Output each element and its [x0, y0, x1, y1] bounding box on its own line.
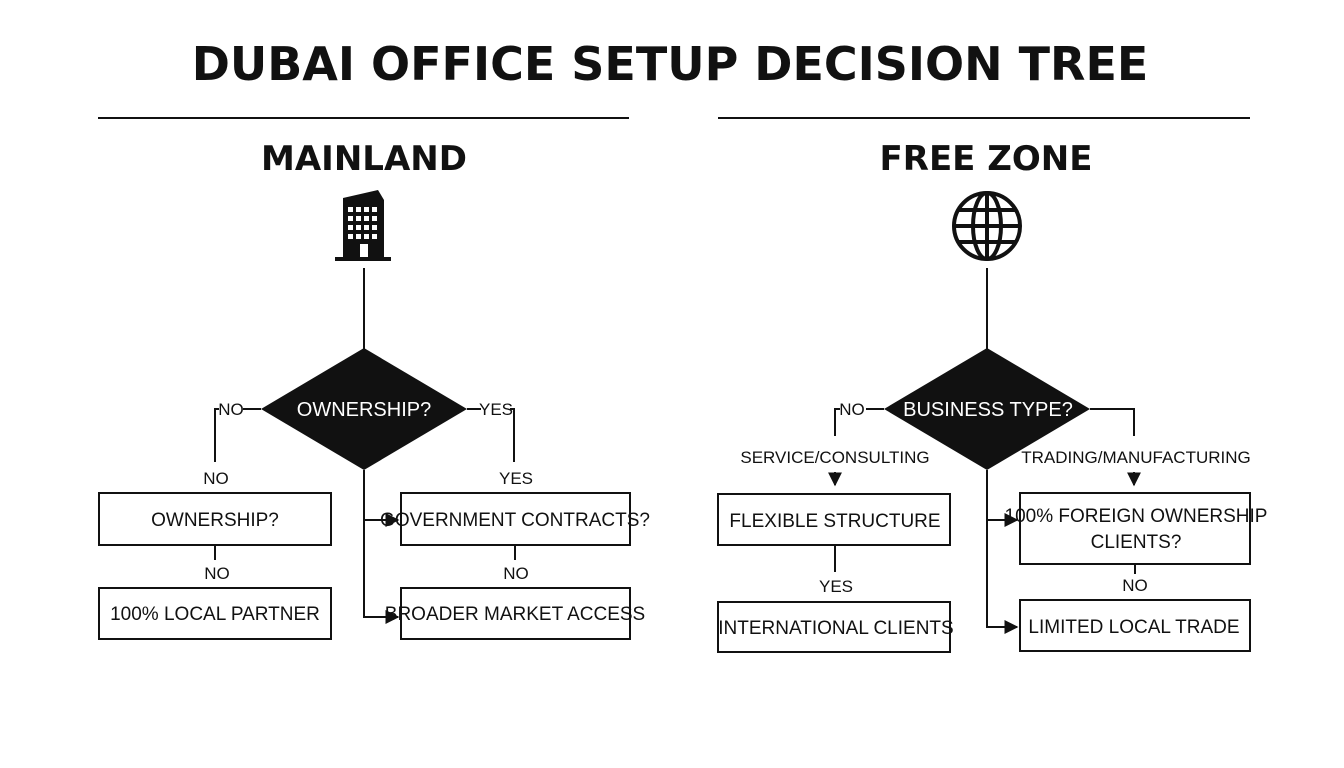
- freezone-left-box-1: [717, 493, 951, 546]
- mainland-diamond-label: OWNERSHIP?: [297, 399, 431, 421]
- freezone-right-box-1-text-line1: 100% FOREIGN OWNERSHIP: [1005, 506, 1268, 527]
- mainland-right-label: YES: [499, 469, 533, 488]
- mainland-left-label: NO: [203, 469, 229, 488]
- mainland-yes-branch-label: YES: [479, 400, 513, 419]
- mainland-heading: MAINLAND: [261, 139, 467, 179]
- mainland-ownership-decision: OWNERSHIP?: [261, 348, 467, 470]
- mainland-left-box-1-text: OWNERSHIP?: [151, 510, 279, 531]
- freezone-left-box-1-text: FLEXIBLE STRUCTURE: [729, 511, 940, 532]
- mainland-left-box-2: [98, 587, 332, 640]
- freezone-left-box-2: [717, 601, 951, 653]
- freezone-no-down-line: [834, 408, 840, 436]
- freezone-left-mid-label: YES: [819, 577, 853, 596]
- freezone-left-label: SERVICE/CONSULTING: [740, 448, 929, 467]
- freezone-right-mid-label: NO: [1122, 576, 1148, 595]
- freezone-left-box-2-text: INTERNATIONAL CLIENTS: [718, 618, 953, 639]
- globe-icon: [952, 191, 1022, 261]
- freezone-right-box-2-text: LIMITED LOCAL TRADE: [1028, 617, 1239, 638]
- freezone-right-box-1: [1019, 492, 1251, 565]
- mainland-right-mid-label: NO: [503, 564, 529, 583]
- mainland-right-box-2: [400, 587, 631, 640]
- mainland-right-box-1-text: GOVERNMENT CONTRACTS?: [380, 510, 650, 531]
- freezone-business-type-decision: BUSINESS TYPE?: [884, 348, 1090, 470]
- office-building-icon: [335, 190, 391, 261]
- mainland-no-branch-label: NO: [218, 400, 244, 419]
- mainland-right-box-2-text: BROADER MARKET ACCESS: [385, 604, 645, 625]
- freezone-heading: FREE ZONE: [880, 139, 1093, 179]
- freezone-right-label: TRADING/MANUFACTURING: [1021, 448, 1251, 467]
- freezone-right-box-1-text-line2: CLIENTS?: [1091, 532, 1182, 553]
- mainland-no-down-line: [214, 408, 219, 462]
- freezone-trunk-line: [986, 470, 1019, 634]
- mainland-trunk-line: [363, 470, 400, 624]
- mainland-right-box-1: [400, 492, 631, 546]
- mainland-left-mid-label: NO: [204, 564, 230, 583]
- page-title: DUBAI OFFICE SETUP DECISION TREE: [192, 37, 1149, 91]
- freezone-right-box-2: [1019, 599, 1251, 652]
- mainland-left-box-2-text: 100% LOCAL PARTNER: [110, 604, 320, 625]
- freezone-no-branch-label: NO: [839, 400, 865, 419]
- freezone-right-down-line: [1090, 408, 1135, 436]
- mainland-yes-down-line: [510, 408, 515, 462]
- freezone-diamond-label: BUSINESS TYPE?: [903, 399, 1073, 421]
